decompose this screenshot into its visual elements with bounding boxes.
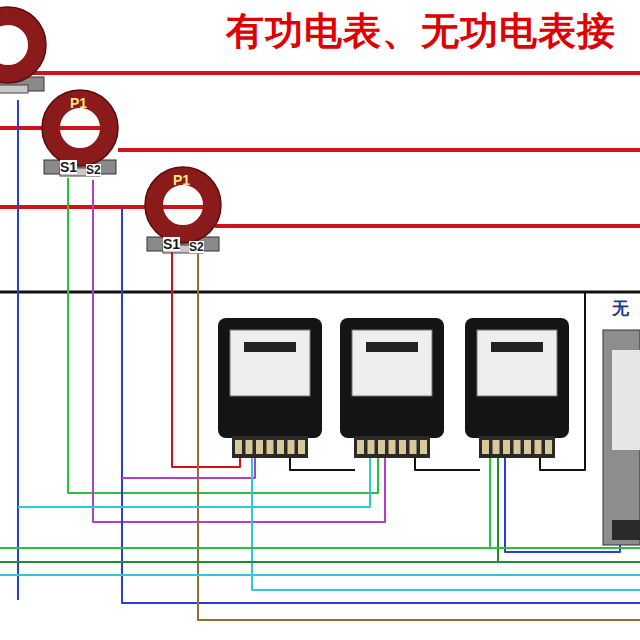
- signal-wire: [172, 252, 240, 467]
- signal-wire: [489, 458, 491, 548]
- meter-counter: [491, 342, 543, 352]
- signal-wire: [0, 547, 640, 549]
- terminal-label: S1: [163, 237, 180, 251]
- meter-counter: [366, 342, 418, 352]
- meter-face: [230, 330, 310, 396]
- terminal-block: [232, 436, 308, 458]
- terminal: [235, 440, 242, 454]
- terminal: [378, 440, 385, 454]
- signal-wire: [0, 561, 640, 563]
- terminal: [389, 440, 396, 454]
- terminal: [357, 440, 364, 454]
- terminal: [514, 440, 521, 454]
- terminal-block: [612, 520, 640, 540]
- reactive-meter-face: [612, 350, 640, 450]
- signal-wire: [18, 458, 370, 507]
- terminal: [399, 440, 406, 454]
- signal-wire: [17, 100, 19, 600]
- signal-wire: [93, 180, 385, 522]
- phase-line: [20, 71, 640, 75]
- terminal: [246, 440, 253, 454]
- signal-wire: [540, 292, 585, 470]
- terminal: [493, 440, 500, 454]
- terminal: [368, 440, 375, 454]
- terminal: [298, 440, 305, 454]
- ct-core: [0, 16, 37, 74]
- neutral-line: [0, 291, 640, 294]
- signal-wire: [122, 207, 640, 603]
- diagram-title: 有功电表、无功电表接: [226, 6, 616, 57]
- signal-wire: [198, 254, 640, 620]
- terminal: [524, 440, 531, 454]
- terminal: [545, 440, 552, 454]
- terminal: [256, 440, 263, 454]
- terminal-block: [479, 436, 555, 458]
- terminal-block: [354, 436, 430, 458]
- terminal: [535, 440, 542, 454]
- terminal: [420, 440, 427, 454]
- signal-wire: [290, 458, 355, 470]
- signal-wire: [0, 574, 640, 576]
- meter-face: [352, 330, 432, 396]
- phase-line: [118, 148, 640, 152]
- terminal: [482, 440, 489, 454]
- ct-terminal: [0, 85, 28, 93]
- terminal: [503, 440, 510, 454]
- signal-wire: [505, 458, 620, 552]
- meter-body: [218, 318, 322, 438]
- terminal-label: S1: [60, 160, 77, 174]
- phase-line: [0, 205, 215, 209]
- signal-wire: [68, 178, 378, 493]
- meter-body: [465, 318, 569, 438]
- terminal: [288, 440, 295, 454]
- terminal-label: P1: [173, 173, 190, 187]
- terminal-label: S2: [86, 164, 101, 176]
- terminal: [410, 440, 417, 454]
- meter-label: 无: [612, 300, 629, 317]
- ct-edge: [0, 7, 46, 83]
- reactive-meter: [603, 330, 640, 545]
- terminal-label: P1: [70, 96, 87, 110]
- phase-line: [215, 224, 640, 228]
- meter-body: [340, 318, 444, 438]
- ct-edge: [42, 90, 118, 166]
- meter-counter: [244, 342, 296, 352]
- signal-wire: [415, 458, 480, 470]
- meter-face: [477, 330, 557, 396]
- signal-wire: [122, 458, 255, 478]
- signal-wire: [497, 458, 499, 562]
- signal-wire: [252, 458, 640, 590]
- terminal: [277, 440, 284, 454]
- terminal: [267, 440, 274, 454]
- ct-edge: [145, 167, 221, 243]
- terminal-label: S2: [189, 241, 204, 253]
